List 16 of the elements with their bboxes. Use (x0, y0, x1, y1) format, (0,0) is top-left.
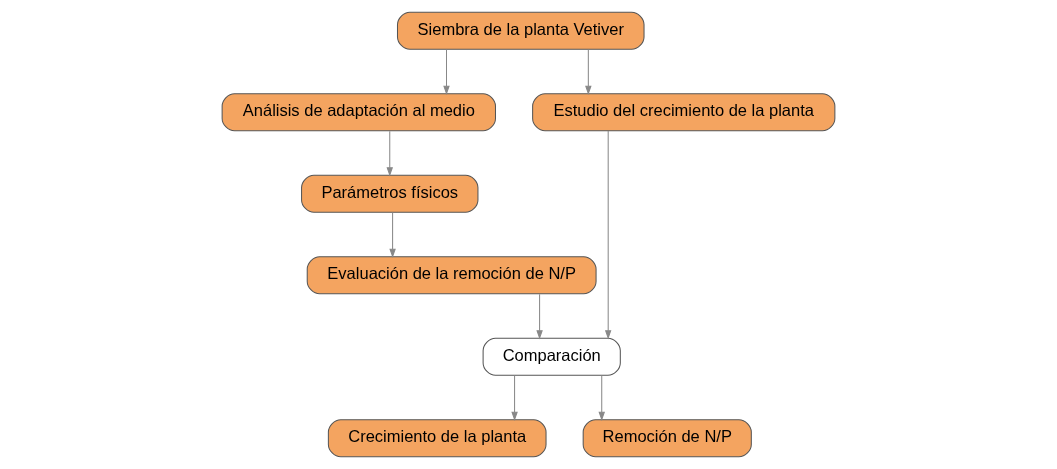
arrow (511, 375, 518, 421)
node-box: Evaluación de la remoción de N/P (306, 256, 597, 295)
node-box: Remoción de N/P (582, 419, 752, 458)
arrow (443, 49, 450, 95)
arrow (536, 293, 543, 340)
node-box: Crecimiento de la planta (327, 419, 547, 458)
arrow (386, 130, 393, 177)
node-box: Estudio del crecimiento de la planta (532, 93, 836, 132)
arrow (389, 212, 396, 258)
node-box: Análisis de adaptación al medio (221, 93, 496, 132)
node-box: Parámetros físicos (301, 174, 479, 213)
node-box: Comparación (482, 337, 621, 376)
arrow (604, 130, 612, 340)
node-box: Siembra de la planta Vetiver (396, 11, 645, 50)
arrow (585, 49, 592, 95)
arrow (598, 375, 605, 421)
